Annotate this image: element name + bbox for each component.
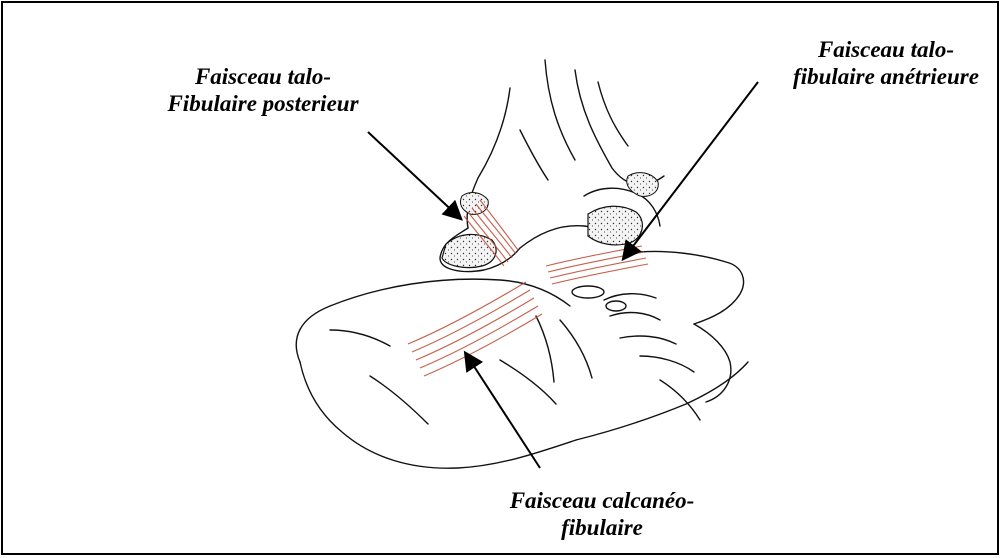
label-posterior-talofibular: Faisceau talo- Fibulaire posterieur (128, 63, 398, 117)
tibia-cartilage (588, 206, 642, 245)
label-anterior-line2: fibulaire anétrieure (772, 63, 1000, 90)
label-calcaneo-line1: Faisceau calcanéo- (462, 487, 742, 514)
label-anterior-line1: Faisceau talo- (772, 36, 1000, 63)
calcaneus-outline (296, 279, 570, 362)
label-posterior-line1: Faisceau talo- (128, 63, 398, 90)
forefoot-outline (640, 251, 744, 324)
arrow-anterior (624, 82, 758, 258)
arrow-calcaneo (466, 354, 540, 468)
tibia-outline (575, 70, 664, 185)
anterior-talofibular-ligament (546, 246, 648, 284)
label-calcaneofibular: Faisceau calcanéo- fibulaire (462, 487, 742, 541)
calcaneofibular-ligament (408, 282, 542, 376)
label-anterior-talofibular: Faisceau talo- fibulaire anétrieure (772, 36, 1000, 90)
label-calcaneo-line2: fibulaire (462, 514, 742, 541)
label-posterior-line2: Fibulaire posterieur (128, 90, 398, 117)
arrow-posterior (368, 132, 460, 218)
